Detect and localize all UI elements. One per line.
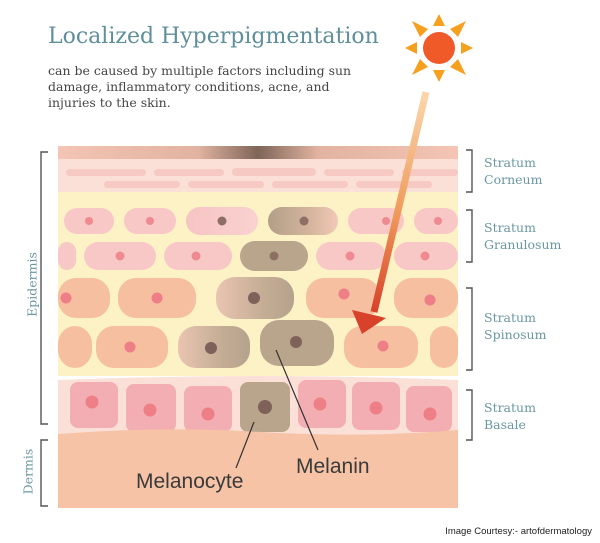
granulosum-row-1: [64, 207, 458, 235]
label-dermis: Dermis: [20, 448, 36, 495]
callout-melanin: Melanin: [296, 455, 370, 478]
corneum-top-layer: [58, 146, 458, 159]
sun-icon: [405, 14, 473, 82]
region-brackets: [40, 151, 48, 507]
callout-melanocyte: Melanocyte: [136, 470, 244, 493]
corneum-flakes: [66, 168, 458, 188]
diagram-subtitle: can be caused by multiple factors includ…: [48, 63, 352, 110]
spinosum-row-1: [58, 277, 458, 319]
basale-cells: [70, 380, 452, 432]
label-epidermis: Epidermis: [24, 252, 40, 317]
sun-ray-arrow: [352, 91, 430, 334]
diagram-title: Localized Hyperpigmentation: [48, 24, 379, 49]
layer-brackets: [466, 149, 473, 441]
dermis-layer: [58, 429, 458, 508]
melanocyte-pointer: [235, 421, 255, 469]
spinosum-row-2: [58, 320, 458, 368]
image-credit: Image Courtesy:- artofdermatology: [445, 526, 592, 537]
melanin-pointer: [275, 349, 319, 451]
granulosum-row-2: [58, 241, 458, 271]
